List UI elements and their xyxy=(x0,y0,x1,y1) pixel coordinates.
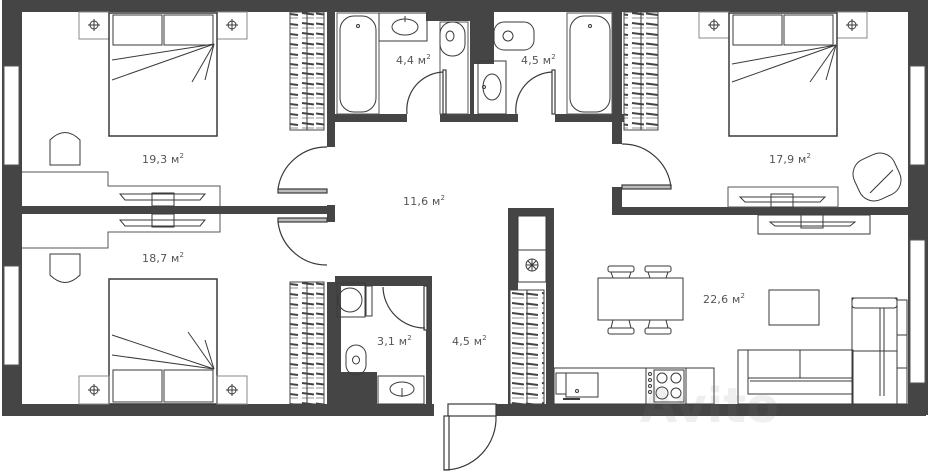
ventilation-icon xyxy=(525,258,539,272)
entrance-door xyxy=(443,403,497,471)
tv-icon xyxy=(118,213,207,228)
bedroom-3-door xyxy=(621,143,672,190)
area-label-bedroom-1: 19,3 м2 xyxy=(142,152,185,166)
bedroom-2-furniture xyxy=(22,213,325,405)
tv-icon xyxy=(738,193,827,208)
chair-icon xyxy=(644,265,672,279)
area-label-bedroom-2: 18,7 м2 xyxy=(142,251,185,265)
area-label-hall: 11,6 м2 xyxy=(403,194,446,208)
bedroom-2-door xyxy=(277,217,328,266)
toilet-icon xyxy=(439,21,466,57)
sink-icon xyxy=(555,372,599,400)
bedroom-1-furniture xyxy=(22,11,325,207)
chair-icon xyxy=(644,319,672,335)
area-label-entry: 4,5 м2 xyxy=(452,334,487,348)
stove-icon xyxy=(645,367,687,405)
bathroom-2-fixtures xyxy=(477,12,613,115)
sofa-icon xyxy=(737,297,908,405)
area-label-wc: 3,1 м2 xyxy=(377,334,412,348)
area-label-kitchen-living: 22,6 м2 xyxy=(703,292,746,306)
tv-icon xyxy=(118,192,207,207)
area-label-bathroom-2: 4,5 м2 xyxy=(521,53,556,67)
nightstand-lamp-icon xyxy=(88,19,100,31)
tv-icon xyxy=(768,214,857,229)
bathroom-2-door xyxy=(515,69,556,115)
bedroom-3-furniture xyxy=(623,11,902,208)
hall-fixtures xyxy=(509,215,547,405)
bedroom-1-door xyxy=(277,146,328,194)
chair-icon xyxy=(607,319,635,335)
area-label-bathroom-1: 4,4 м2 xyxy=(396,53,431,67)
windows xyxy=(3,65,926,384)
wc-fixtures xyxy=(336,282,425,405)
chair-icon xyxy=(607,265,635,279)
kitchen-living-furniture xyxy=(553,214,908,405)
area-label-bedroom-3: 17,9 м2 xyxy=(769,152,812,166)
wc-door xyxy=(382,285,428,331)
bathroom-1-fixtures xyxy=(336,12,469,115)
bathroom-1-door xyxy=(406,69,447,115)
toilet-icon xyxy=(345,344,367,376)
